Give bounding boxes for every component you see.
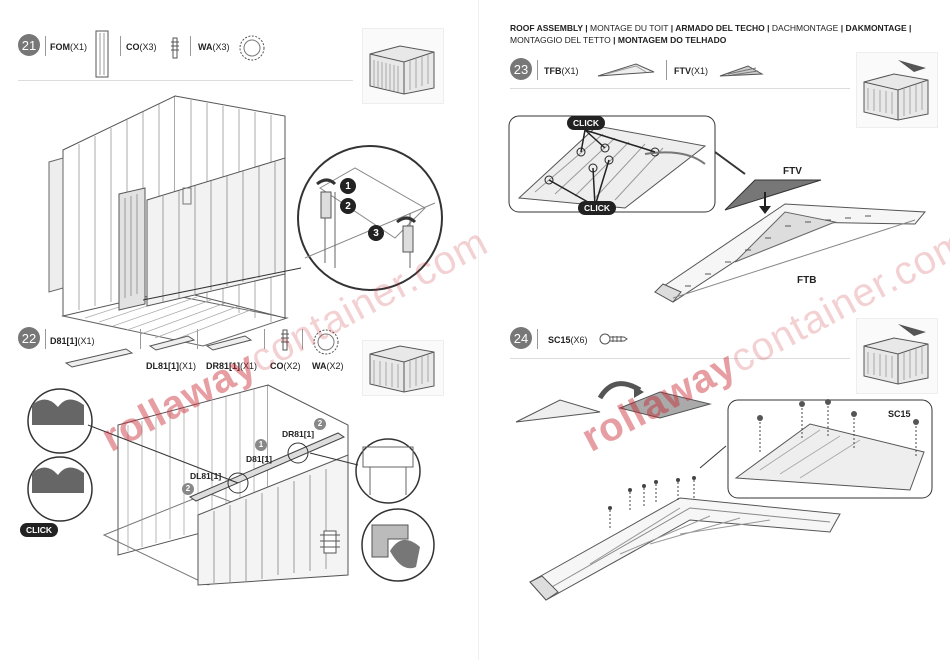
part-label: DL81[1](X1) bbox=[146, 361, 197, 371]
part-label: WA(X3) bbox=[198, 42, 230, 52]
part-label: SC15(X6) bbox=[548, 335, 588, 345]
part-label: FTV bbox=[783, 166, 802, 177]
callout-number: 2 bbox=[314, 418, 326, 430]
part-label: DR81[1] bbox=[282, 429, 315, 439]
part-label: FTV(X1) bbox=[674, 66, 709, 76]
part-label: CO(X3) bbox=[126, 42, 157, 52]
beam-left-icon bbox=[148, 335, 196, 351]
click-badge: CLICK bbox=[20, 523, 58, 537]
separator bbox=[302, 329, 303, 349]
part-label: SC15 bbox=[888, 409, 911, 419]
step22-illustration bbox=[27, 384, 435, 586]
separator bbox=[190, 36, 191, 56]
roof-assembly-header: ROOF ASSEMBLY | MONTAGE DU TOIT | ARMADO… bbox=[510, 23, 912, 45]
separator bbox=[120, 36, 121, 56]
page-gutter bbox=[478, 0, 479, 660]
step21-illustration bbox=[48, 95, 443, 347]
part-label: CO(X2) bbox=[270, 361, 301, 371]
shed-thumbnail bbox=[369, 45, 435, 95]
step-number: 21 bbox=[18, 34, 40, 56]
shed-thumbnail bbox=[369, 345, 435, 393]
separator bbox=[537, 329, 538, 349]
separator bbox=[45, 329, 46, 349]
step-number: 24 bbox=[510, 327, 532, 349]
separator bbox=[197, 329, 198, 349]
part-label: FTB bbox=[797, 275, 817, 286]
connector-icon bbox=[320, 530, 340, 554]
click-badge: CLICK bbox=[578, 201, 616, 215]
separator bbox=[537, 60, 538, 80]
separator bbox=[45, 36, 46, 56]
beam-icon bbox=[64, 348, 134, 368]
callout-number: 2 bbox=[182, 483, 194, 495]
callout-number: 1 bbox=[255, 439, 267, 451]
gable-frame-icon bbox=[597, 63, 655, 77]
separator bbox=[666, 60, 667, 80]
shed-thumbnail bbox=[863, 324, 929, 385]
step-number: 22 bbox=[18, 327, 40, 349]
step24-illustration bbox=[515, 381, 933, 601]
callout-number: 2 bbox=[345, 201, 351, 212]
divider bbox=[18, 80, 353, 81]
beam-right-icon bbox=[205, 335, 253, 351]
part-label: TFB(X1) bbox=[544, 66, 579, 76]
step-number: 23 bbox=[510, 58, 532, 80]
separator bbox=[264, 329, 265, 349]
part-label: WA(X2) bbox=[312, 361, 344, 371]
shed-thumbnail bbox=[863, 60, 929, 121]
click-badge: CLICK bbox=[567, 116, 605, 130]
connector-icon bbox=[171, 37, 179, 59]
gable-vent-icon bbox=[719, 65, 764, 77]
part-label: DL81[1] bbox=[190, 471, 222, 481]
separator bbox=[140, 329, 141, 349]
part-label: D81[1](X1) bbox=[50, 336, 95, 346]
part-label: DR81[1](X1) bbox=[206, 361, 258, 371]
step23-illustration bbox=[508, 115, 927, 303]
screw-icon bbox=[599, 333, 628, 345]
connector-icon bbox=[281, 329, 289, 351]
washer-icon bbox=[313, 329, 339, 355]
divider bbox=[510, 358, 850, 359]
callout-number: 1 bbox=[345, 181, 351, 192]
part-label: FOM(X1) bbox=[50, 42, 88, 52]
washer-icon bbox=[239, 35, 265, 61]
part-label: D81[1] bbox=[246, 454, 272, 464]
callout-number: 3 bbox=[373, 228, 379, 239]
divider bbox=[510, 88, 850, 89]
panel-icon bbox=[95, 30, 109, 78]
